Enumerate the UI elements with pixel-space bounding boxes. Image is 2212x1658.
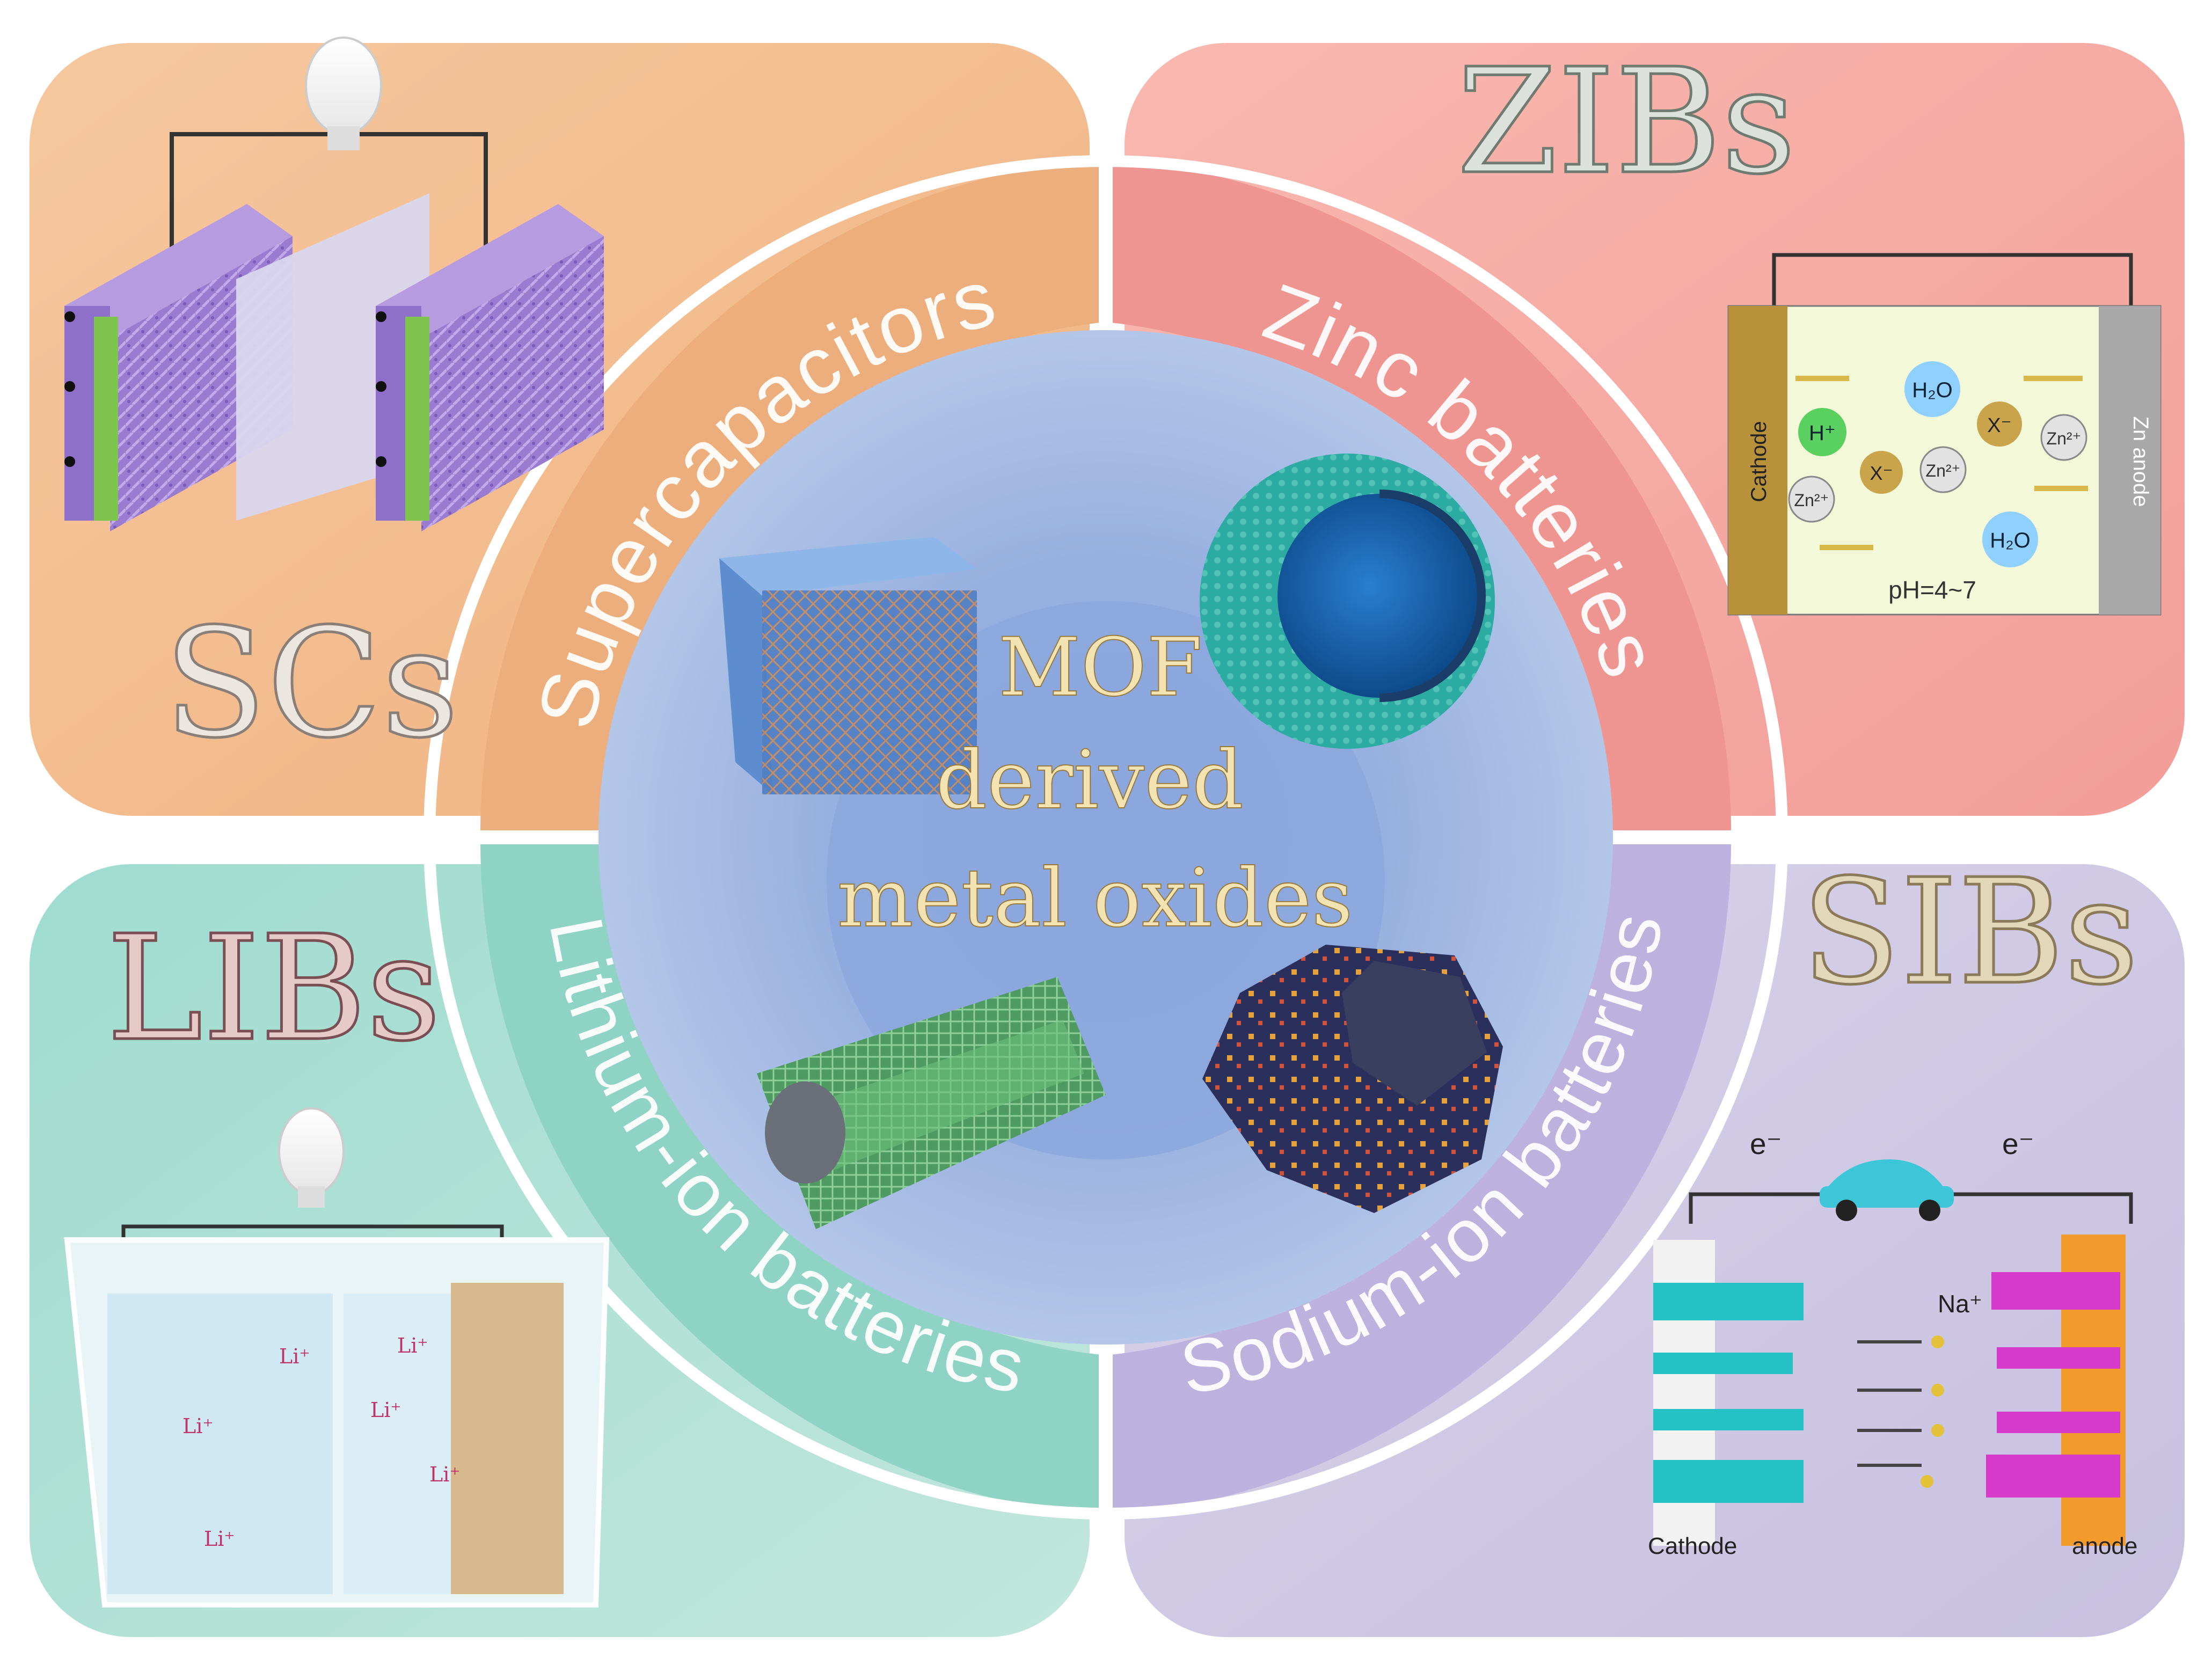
center-title-line-2: derived [936,734,1244,827]
zib-species-x-2: X⁻ [1870,462,1893,484]
sib-electron-right: e⁻ [2002,1127,2034,1160]
center-title: MOF derived metal oxides [836,620,1353,946]
lib-ion-label-2: Li⁺ [397,1334,428,1357]
zib-ph-label: pH=4~7 [1888,576,1976,604]
polyhedron-illustration [1202,945,1503,1213]
bulb-icon [278,1107,345,1208]
zib-species-h: H⁺ [1809,421,1836,445]
car-icon [1820,1159,1954,1221]
zib-species-zn-3: Zn²⁺ [1794,491,1829,510]
lib-inset: Li⁺ Li⁺ Li⁺ Li⁺ Li⁺ Li⁺ [64,1107,610,1608]
lib-ion-label-4: Li⁺ [370,1398,401,1422]
abbr-libs: LIBs [107,904,441,1073]
sib-inset: e⁻ e⁻ Na⁺ Cathode anode [1648,1127,2137,1559]
lib-ion-label-6: Li⁺ [204,1527,235,1551]
lib-ion-label-1: Li⁺ [279,1345,310,1368]
sib-cathode-label: Cathode [1648,1533,1737,1559]
sib-electron-left: e⁻ [1750,1127,1782,1160]
abbr-zibs: ZIBs [1457,37,1795,206]
core-shell-sphere-illustration [1200,454,1495,749]
lib-ion-label-3: Li⁺ [182,1414,213,1438]
zib-species-x-1: X⁻ [1987,414,2011,437]
nanosheet-array-illustration [757,977,1106,1229]
sib-ion-label: Na⁺ [1938,1290,1982,1318]
zib-species-h2o-1: H₂O [1912,378,1953,402]
center-title-line-1: MOF [998,621,1203,714]
zib-inset: Cathode Zn anode H₂O H⁺ X⁻ Zn²⁺ Zn²⁺ Zn²… [1727,253,2162,616]
zib-species-zn-1: Zn²⁺ [2047,429,2082,448]
zib-anode-label: Zn anode [2129,416,2152,507]
mof-cube-illustration [719,537,977,794]
center-title-line-3: metal oxides [837,852,1353,945]
abbr-sibs: SIBs [1801,848,2139,1017]
zib-species-zn-2: Zn²⁺ [1926,461,1961,480]
lib-ion-label-5: Li⁺ [429,1463,460,1486]
zib-cathode-label: Cathode [1747,421,1771,502]
supercapacitor-illustration [64,36,604,531]
abbr-scs: SCs [164,596,459,771]
sib-anode-label: anode [2072,1533,2137,1559]
zib-species-h2o-2: H₂O [1990,529,2031,552]
bulb-icon [305,36,382,150]
